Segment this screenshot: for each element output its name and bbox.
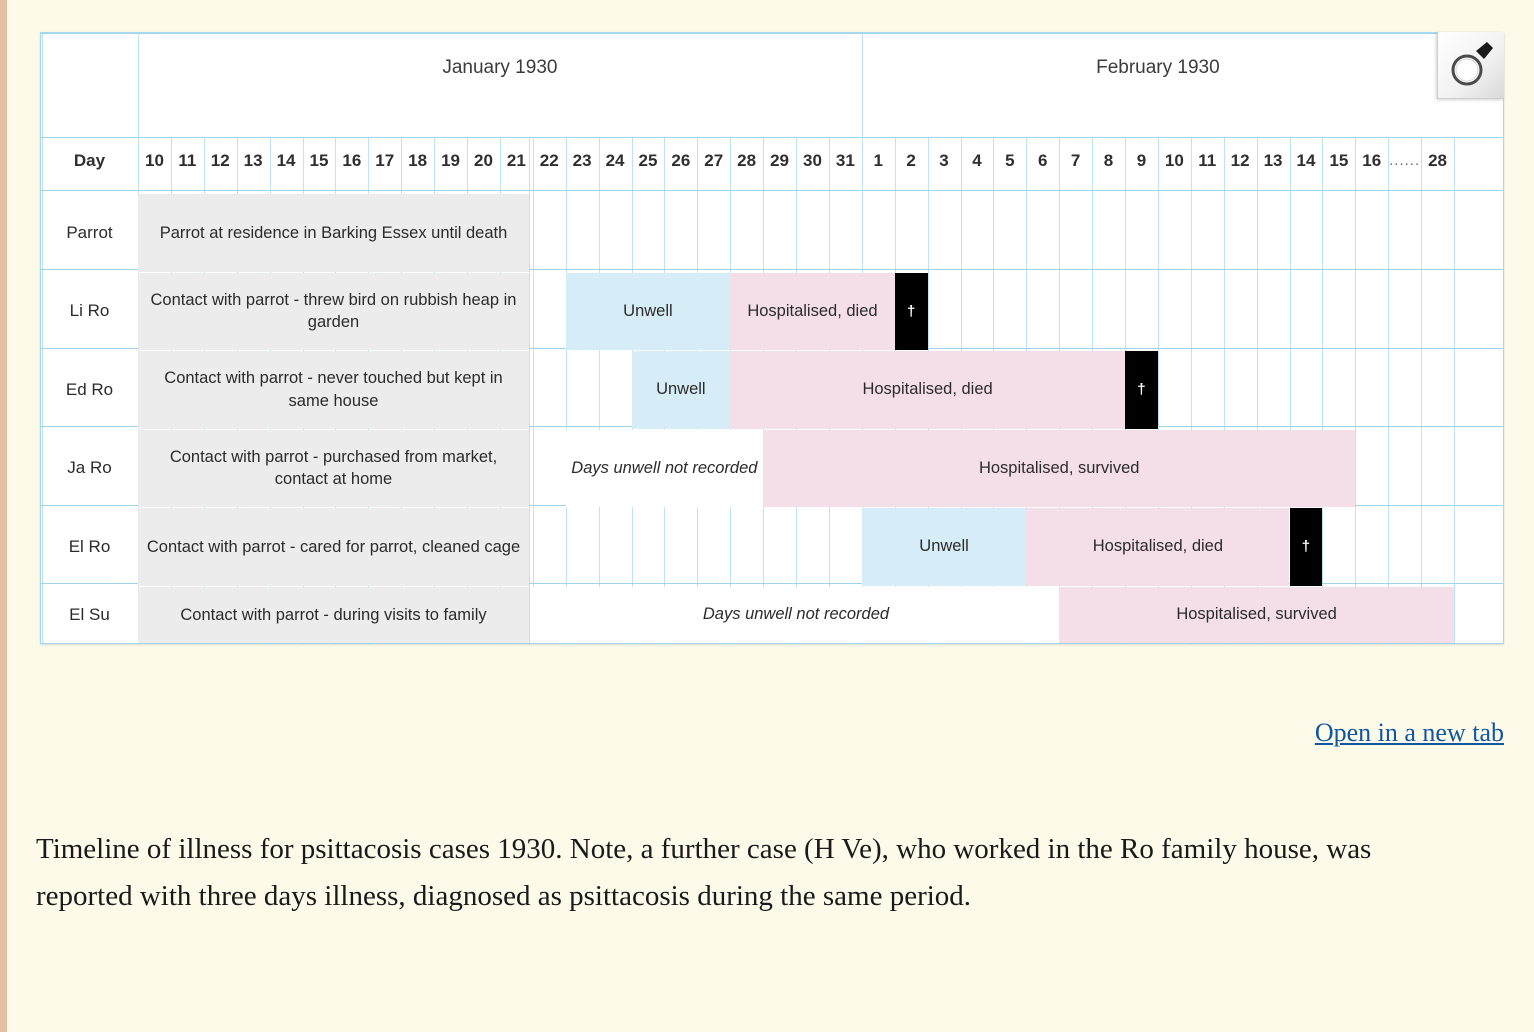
- row-description: Parrot at residence in Barking Essex unt…: [138, 194, 529, 272]
- day-tick: 26: [671, 151, 691, 170]
- magnifier-icon[interactable]: [1437, 32, 1504, 99]
- row-label-ed-ro: Ed Ro: [65, 379, 114, 399]
- timeline-bar-hospitalised-died: Hospitalised, died: [730, 272, 895, 350]
- death-marker: †: [1289, 508, 1323, 586]
- timeline-bar-not-recorded: Days unwell not recorded: [532, 586, 1060, 643]
- day-tick: 29: [770, 151, 789, 170]
- day-tick: 9: [1136, 151, 1147, 170]
- day-tick-last: 28: [1428, 151, 1447, 170]
- timeline-bar-hospitalised-survived: Hospitalised, survived: [1059, 586, 1454, 643]
- page-left-accent-stripe: [0, 0, 7, 1032]
- day-tick: 17: [375, 151, 395, 170]
- row-label-el-ro: El Ro: [68, 536, 111, 556]
- day-tick: 27: [704, 151, 724, 170]
- day-tick: 2: [906, 151, 916, 170]
- row-label-el-su: El Su: [69, 604, 110, 624]
- timeline-bar-unwell: Unwell: [861, 508, 1027, 586]
- day-tick: 6: [1038, 151, 1048, 170]
- day-tick: 23: [572, 151, 592, 170]
- day-tick: 20: [473, 151, 493, 170]
- row-description: Contact with parrot - threw bird on rubb…: [138, 272, 529, 350]
- row-label-parrot: Parrot: [66, 222, 113, 242]
- death-marker: †: [894, 272, 928, 350]
- row-description: Contact with parrot - never touched but …: [138, 351, 529, 429]
- day-axis-label: Day: [73, 151, 106, 170]
- timeline-bar-hospitalised-died: Hospitalised, died: [1026, 508, 1290, 586]
- open-in-new-tab-link[interactable]: Open in a new tab: [1314, 718, 1504, 747]
- day-tick: 25: [638, 151, 658, 170]
- day-tick: 31: [835, 151, 855, 170]
- day-tick: 28: [737, 151, 757, 170]
- day-tick: 30: [802, 151, 822, 170]
- day-tick: 14: [1296, 151, 1316, 170]
- death-marker: †: [1125, 351, 1158, 429]
- day-tick: 11: [178, 151, 197, 170]
- day-tick: 14: [276, 151, 296, 170]
- day-tick: 3: [939, 151, 949, 170]
- day-tick: 11: [1198, 151, 1217, 170]
- day-tick: 24: [605, 151, 625, 170]
- day-tick: 13: [1263, 151, 1283, 170]
- day-tick-ellipsis: ......: [1389, 152, 1421, 169]
- day-tick: 16: [342, 151, 362, 170]
- row-description: Contact with parrot - cared for parrot, …: [138, 508, 529, 586]
- timeline-bar-unwell: Unwell: [565, 272, 731, 350]
- day-tick: 18: [408, 151, 428, 170]
- day-tick: 16: [1362, 151, 1382, 170]
- month-header-january: January 1930: [442, 57, 558, 78]
- day-tick: 4: [972, 151, 982, 170]
- day-tick: 22: [539, 151, 559, 170]
- day-tick: 13: [243, 151, 263, 170]
- day-tick: 19: [441, 151, 460, 170]
- day-tick: 10: [144, 151, 164, 170]
- timeline-bar-not-recorded: Days unwell not recorded: [565, 429, 764, 507]
- timeline-bar-hospitalised-died: Hospitalised, died: [730, 351, 1125, 429]
- day-tick: 7: [1070, 151, 1081, 170]
- day-tick: 15: [1329, 151, 1349, 170]
- row-description: Contact with parrot - during visits to f…: [138, 586, 529, 643]
- timeline-bar-unwell: Unwell: [631, 351, 731, 429]
- day-tick: 15: [309, 151, 329, 170]
- day-tick: 1: [873, 151, 883, 170]
- day-tick: 10: [1164, 151, 1184, 170]
- day-tick: 8: [1103, 151, 1114, 170]
- figure-caption: Timeline of illness for psittacosis case…: [36, 833, 1372, 912]
- row-description: Contact with parrot - purchased from mar…: [138, 429, 529, 507]
- timeline-bar-hospitalised-survived: Hospitalised, survived: [763, 429, 1356, 507]
- day-tick: 12: [210, 151, 230, 170]
- day-tick: 21: [506, 151, 526, 170]
- month-header-february: February 1930: [1096, 57, 1220, 78]
- row-label-li-ro: Li Ro: [69, 301, 110, 321]
- row-label-ja-ro: Ja Ro: [67, 458, 112, 478]
- day-tick: 12: [1230, 151, 1250, 170]
- magnifier-glass-icon: [1451, 42, 1493, 86]
- day-tick: 5: [1005, 151, 1015, 170]
